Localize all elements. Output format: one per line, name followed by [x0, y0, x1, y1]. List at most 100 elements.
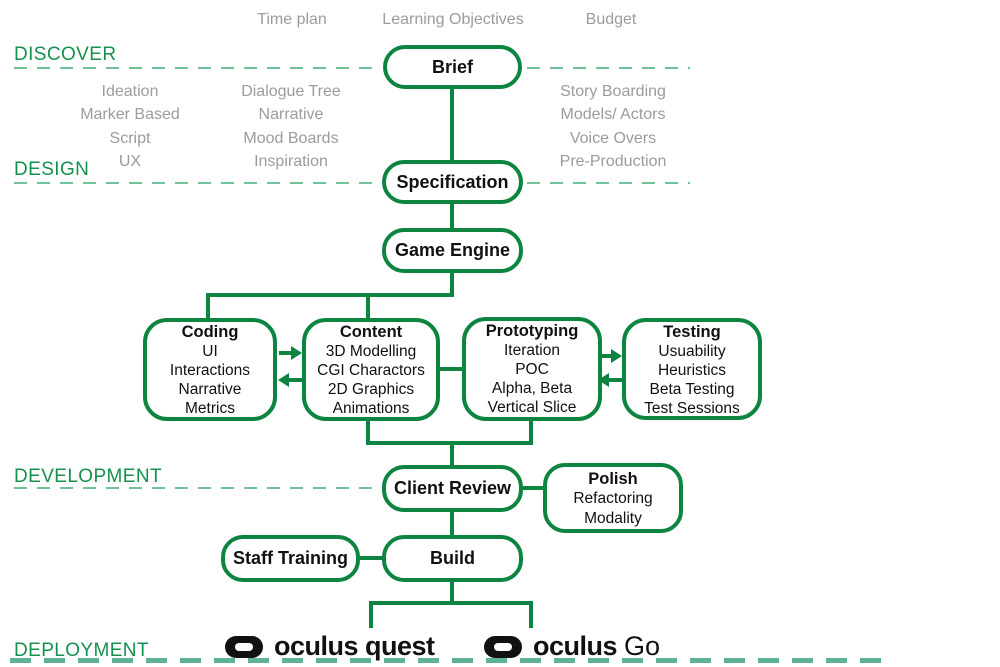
- phase-divider-development: [14, 487, 381, 489]
- annotation-column-2: Dialogue Tree Narrative Mood Boards Insp…: [241, 80, 341, 174]
- annotation-column-3: Story Boarding Models/ Actors Voice Over…: [560, 80, 667, 174]
- connector-gameengine-down: [450, 272, 454, 297]
- connector-content-coding: [288, 378, 304, 382]
- node-title: Build: [430, 548, 475, 568]
- node-item: CGI Charactors: [317, 362, 425, 379]
- node-polish: Polish Refactoring Modality: [543, 463, 683, 533]
- phase-label-development: DEVELOPMENT: [14, 466, 162, 487]
- connector-clientreview-polish: [520, 486, 545, 490]
- annotation-column-1: Ideation Marker Based Script UX: [80, 80, 180, 174]
- node-item: Test Sessions: [644, 400, 740, 417]
- node-title: Testing: [663, 323, 721, 341]
- node-title: Brief: [431, 56, 473, 77]
- arrow-right-icon: [611, 349, 622, 363]
- connector-prototyping-testing: [599, 354, 613, 358]
- connector-to-clientreview: [450, 441, 454, 467]
- connector-build-down: [450, 580, 454, 603]
- node-content: Content 3D Modelling CGI Charactors 2D G…: [302, 318, 440, 421]
- node-item: 2D Graphics: [327, 381, 415, 398]
- arrow-left-icon: [598, 373, 609, 387]
- arrow-right-icon: [291, 346, 302, 360]
- connector-stafftraining-build: [357, 556, 385, 560]
- connector-content-prototyping: [438, 367, 464, 371]
- connector-drop-go: [529, 601, 533, 628]
- oculus-go-bold: oculus: [533, 631, 618, 661]
- node-client-review: Client Review: [382, 465, 523, 512]
- node-staff-training: Staff Training: [221, 535, 360, 582]
- connector-content-down: [366, 420, 370, 443]
- node-item: Usuability: [658, 343, 726, 360]
- phase-label-deployment: DEPLOYMENT: [14, 640, 149, 661]
- node-item: Modality: [584, 510, 642, 527]
- node-item: Interactions: [169, 362, 251, 379]
- connector-row-top: [206, 293, 454, 297]
- node-item: Refactoring: [573, 490, 653, 507]
- node-item: Metrics: [185, 400, 235, 417]
- connector-specification-gameengine: [450, 203, 454, 229]
- annotation-item: UX: [118, 153, 142, 171]
- annotation-item: Mood Boards: [243, 129, 339, 147]
- connector-drop-quest: [369, 601, 373, 628]
- node-title: Client Review: [393, 478, 512, 498]
- node-item: Animations: [332, 400, 410, 417]
- connector-clientreview-build: [450, 510, 454, 537]
- node-title: Specification: [396, 171, 509, 192]
- connector-testing-prototyping: [608, 378, 624, 382]
- oculus-go-light: Go: [624, 631, 661, 661]
- node-item: UI: [202, 343, 218, 360]
- header-time-plan: Time plan: [257, 11, 327, 28]
- node-item: Heuristics: [657, 362, 727, 379]
- node-testing: Testing Usuability Heuristics Beta Testi…: [622, 318, 762, 420]
- phase-label-discover: DISCOVER: [14, 44, 117, 65]
- header-learning-objectives: Learning Objectives: [382, 11, 524, 28]
- connector-drop-content: [366, 293, 370, 320]
- annotation-item: Dialogue Tree: [241, 83, 341, 100]
- node-item: Alpha, Beta: [491, 380, 573, 397]
- node-title: Coding: [181, 323, 239, 341]
- connector-prototyping-down: [529, 420, 533, 443]
- connector-brief-specification: [450, 89, 454, 161]
- node-build: Build: [382, 535, 523, 582]
- annotation-item: Voice Overs: [569, 129, 657, 147]
- node-item: Vertical Slice: [487, 399, 577, 416]
- connector-row-bottom: [366, 441, 533, 445]
- arrow-left-icon: [278, 373, 289, 387]
- connector-drop-coding: [206, 293, 210, 320]
- node-title: Content: [339, 323, 403, 341]
- phase-divider-discover-left: [14, 67, 378, 69]
- node-title: Prototyping: [485, 322, 579, 340]
- annotation-item: Script: [109, 129, 151, 147]
- node-game-engine: Game Engine: [382, 228, 523, 273]
- oculus-quest-wordmark: oculus quest: [274, 631, 435, 661]
- node-title: Polish: [588, 470, 638, 488]
- node-title: Game Engine: [394, 240, 511, 260]
- phase-divider-discover-right: [527, 67, 690, 69]
- node-specification: Specification: [382, 160, 523, 204]
- phase-divider-design-right: [527, 182, 690, 184]
- node-coding: Coding UI Interactions Narrative Metrics: [143, 318, 277, 421]
- annotation-item: Marker Based: [80, 106, 180, 124]
- node-item: Iteration: [503, 342, 560, 359]
- connector-deploy-split: [369, 601, 533, 605]
- node-brief: Brief: [383, 45, 522, 89]
- annotation-item: Story Boarding: [560, 83, 666, 100]
- phase-divider-deployment: [10, 658, 887, 663]
- node-title: Staff Training: [232, 548, 348, 568]
- phase-divider-design-left: [14, 182, 378, 184]
- oculus-icon: [484, 635, 522, 658]
- node-item: 3D Modelling: [325, 343, 417, 360]
- oculus-quest-logo: oculus quest: [225, 631, 435, 662]
- annotation-item: Pre-Production: [559, 153, 667, 171]
- phase-label-design: DESIGN: [14, 159, 90, 180]
- oculus-go-wordmark: oculus Go: [533, 631, 660, 662]
- annotation-item: Models/ Actors: [560, 106, 666, 124]
- annotation-item: Ideation: [101, 83, 159, 100]
- annotation-item: Inspiration: [254, 153, 328, 171]
- node-prototyping: Prototyping Iteration POC Alpha, Beta Ve…: [462, 317, 602, 421]
- oculus-go-logo: oculus Go: [484, 631, 660, 662]
- annotation-item: Narrative: [258, 106, 324, 124]
- node-item: POC: [515, 361, 549, 378]
- header-budget: Budget: [585, 11, 637, 28]
- node-item: Narrative: [178, 381, 242, 398]
